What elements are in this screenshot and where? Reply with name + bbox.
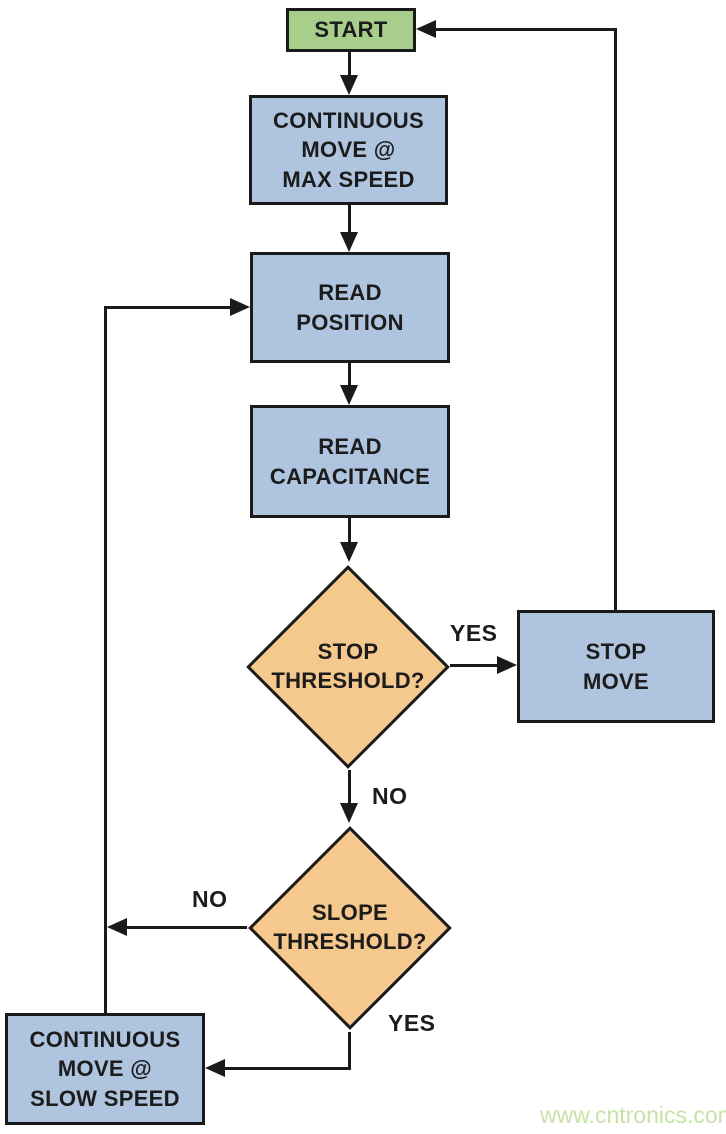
node-slope-threshold: SLOPE THRESHOLD? (245, 823, 455, 1033)
edge-label-no: NO (192, 886, 228, 912)
node-read-capacitance: READ CAPACITANCE (250, 405, 450, 518)
node-label: READ CAPACITANCE (269, 434, 431, 489)
node-stop-move: STOP MOVE (517, 610, 715, 723)
node-read-position: READ POSITION (250, 252, 450, 363)
arrowhead-down-icon (340, 385, 358, 405)
edge-move-slow-loop-vertical (104, 306, 107, 1013)
arrowhead-down-icon (340, 232, 358, 252)
node-label: CONTINUOUS MOVE @ MAX SPEED (273, 108, 424, 192)
node-label: STOP MOVE (583, 639, 649, 694)
node-continuous-move-max-speed: CONTINUOUS MOVE @ MAX SPEED (249, 95, 448, 205)
arrowhead-right-icon (230, 298, 250, 316)
watermark: www.cntronics.com (540, 1102, 726, 1128)
edge-label-yes: YES (450, 620, 498, 646)
arrowhead-right-icon (497, 656, 517, 674)
arrowhead-down-icon (340, 803, 358, 823)
edge-read-position-to-read-capacitance (348, 362, 351, 387)
arrowhead-down-icon (340, 75, 358, 95)
node-label: STOP THRESHOLD? (271, 639, 425, 693)
edge-move-max-to-read-position (348, 204, 351, 234)
node-label: READ POSITION (296, 280, 404, 335)
node-label: START (314, 17, 388, 43)
edge-stop-threshold-no-to-slope-threshold (348, 770, 351, 805)
edge-label-no: NO (372, 783, 408, 809)
edge-slope-threshold-no-horizontal (127, 926, 247, 929)
edge-slope-threshold-yes-horizontal (225, 1067, 351, 1070)
edge-slope-threshold-yes-vertical (348, 1032, 351, 1070)
edge-label-yes: YES (388, 1010, 436, 1036)
node-continuous-move-slow-speed: CONTINUOUS MOVE @ SLOW SPEED (5, 1013, 205, 1125)
edge-move-slow-loop-horizontal (104, 306, 230, 309)
arrowhead-down-icon (340, 542, 358, 562)
edge-stop-threshold-yes-to-stop-move (450, 664, 499, 667)
arrowhead-left-icon (205, 1059, 225, 1077)
arrowhead-left-icon (416, 20, 436, 38)
node-start: START (286, 8, 416, 52)
node-label: CONTINUOUS MOVE @ SLOW SPEED (29, 1027, 181, 1111)
edge-stop-move-loop-vertical (614, 28, 617, 610)
edge-stop-move-loop-horizontal (436, 28, 617, 31)
node-label: SLOPE THRESHOLD? (273, 900, 427, 954)
edge-read-capacitance-to-stop-threshold (348, 517, 351, 544)
edge-start-to-move-max (348, 51, 351, 77)
node-stop-threshold: STOP THRESHOLD? (243, 562, 453, 772)
arrowhead-left-icon (107, 918, 127, 936)
